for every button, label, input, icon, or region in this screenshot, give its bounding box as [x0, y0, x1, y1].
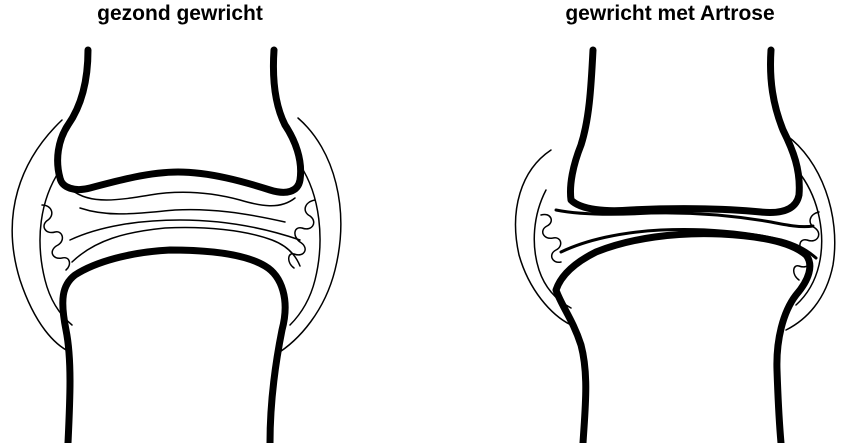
lower-bone	[63, 250, 285, 443]
synovial-folds-right	[289, 200, 315, 268]
arthritic-joint-illustration	[421, 0, 842, 443]
synovial-folds-left	[541, 214, 561, 262]
synovial-folds-left	[42, 205, 69, 270]
upper-cartilage	[72, 190, 295, 206]
healthy-joint-illustration	[0, 0, 421, 443]
upper-bone	[570, 50, 799, 212]
lower-bone	[556, 234, 810, 443]
synovial-membrane-left	[40, 170, 72, 325]
upper-bone	[58, 50, 301, 192]
